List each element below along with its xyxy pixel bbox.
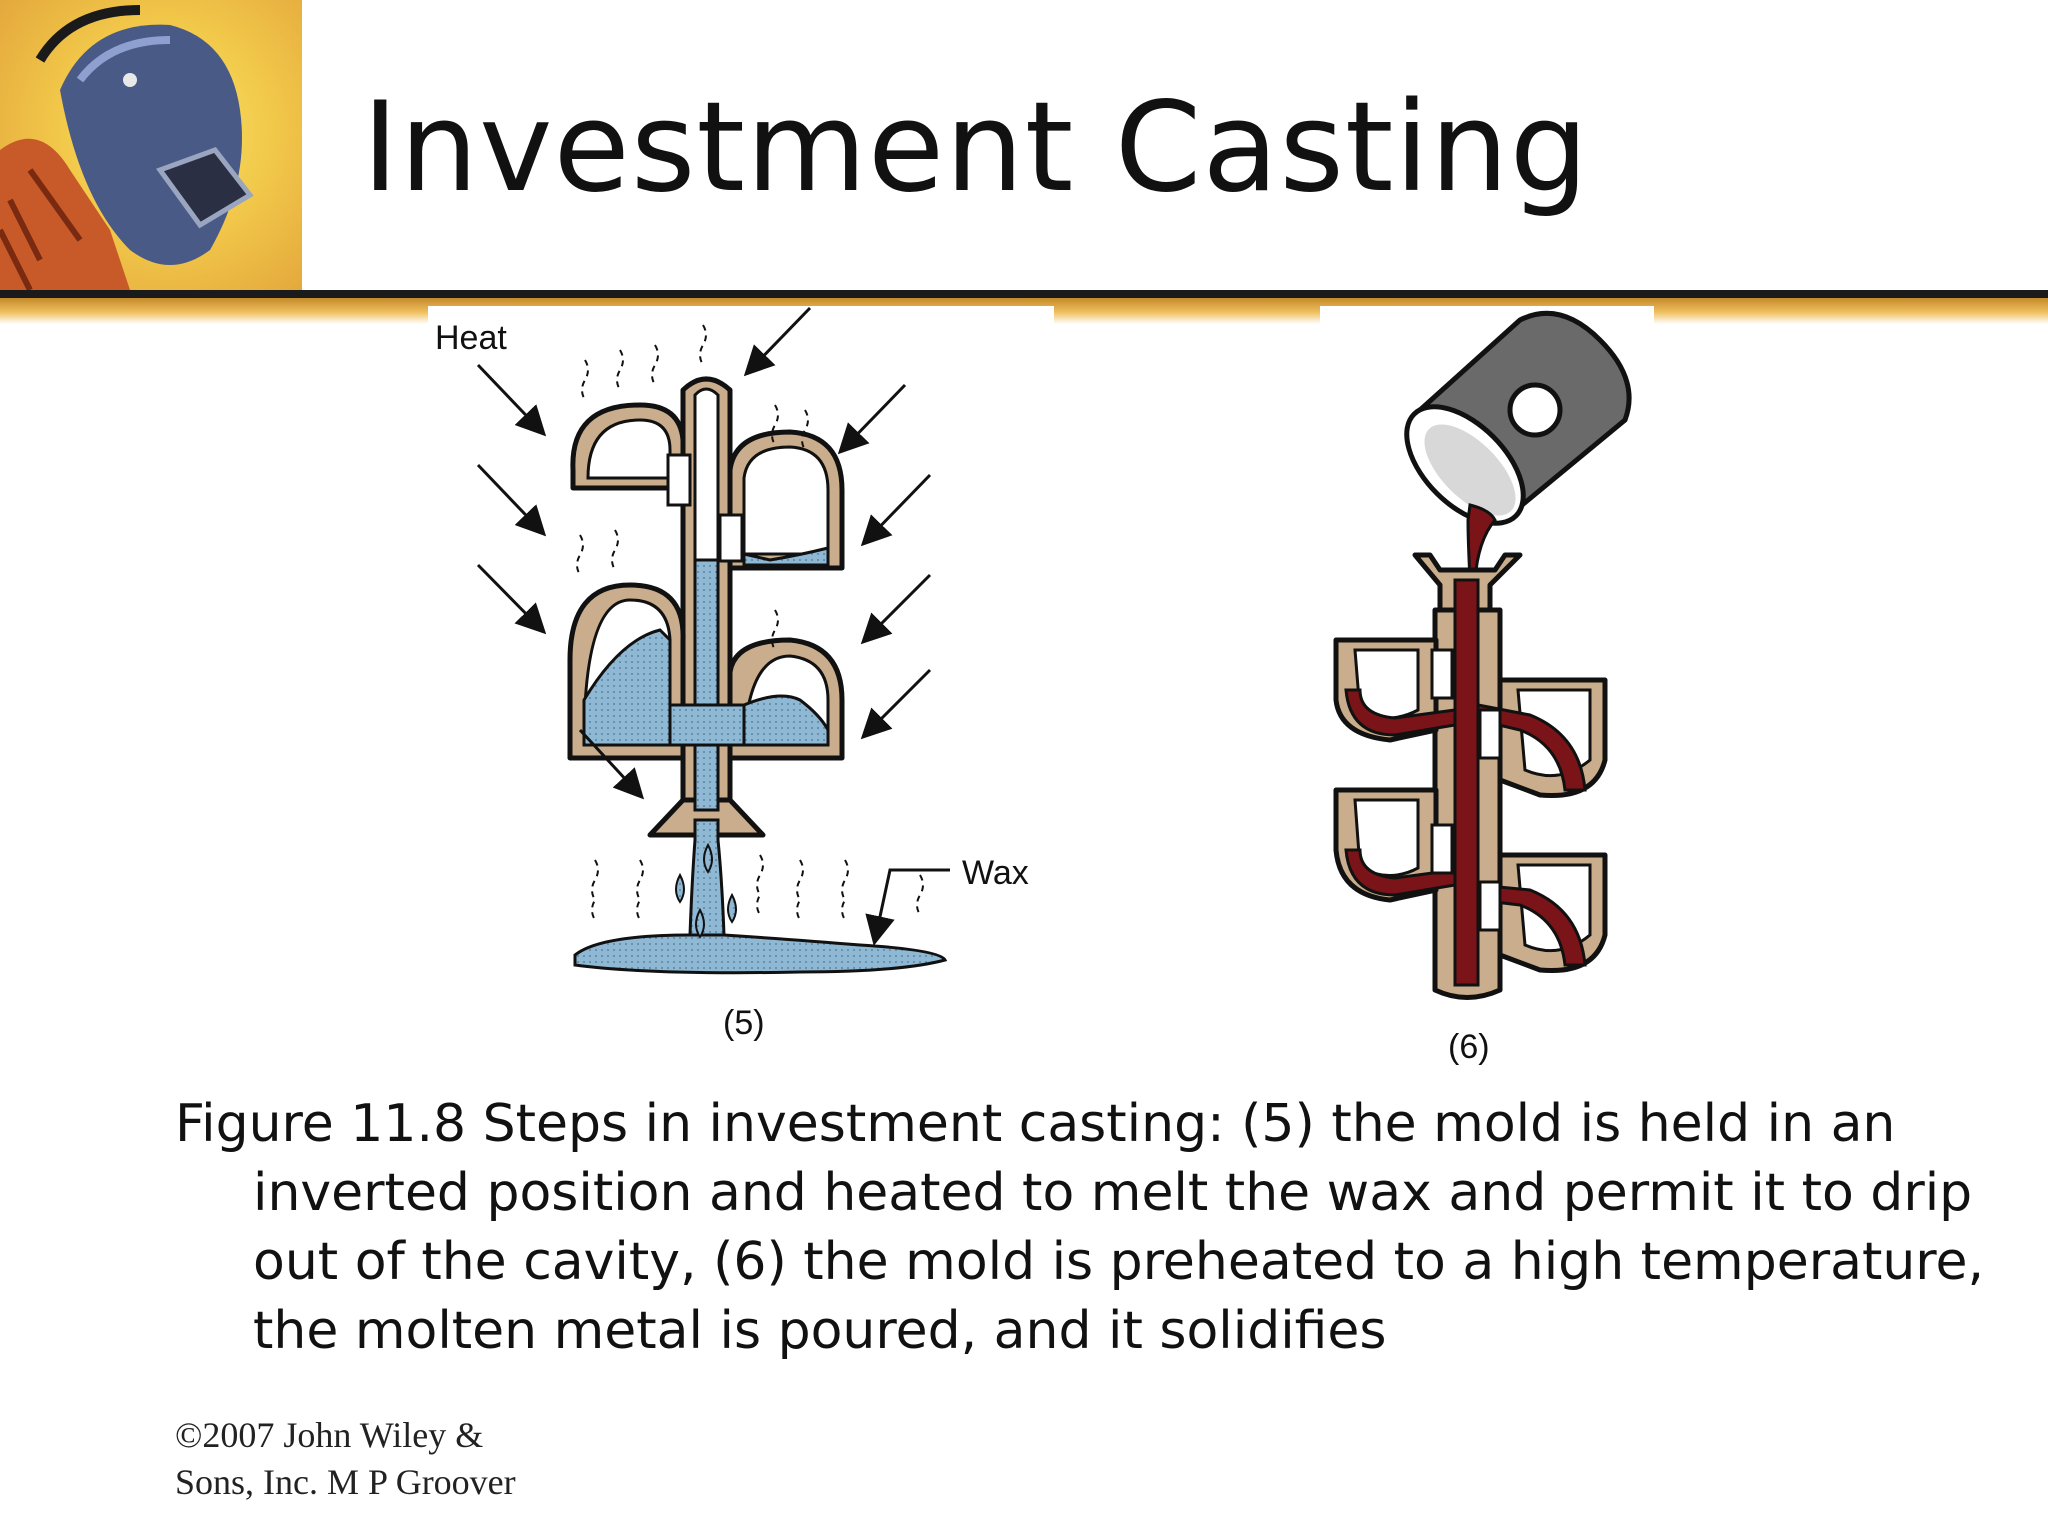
figure-panel-left-top	[428, 306, 1054, 326]
step-6-label: (6)	[1448, 1028, 1490, 1066]
step-5-label: (5)	[723, 1004, 765, 1042]
slide-title: Investment Casting	[362, 76, 1590, 220]
step-6-diagram: (6)	[1333, 310, 1632, 1066]
step-5-diagram: Heat Wax (5)	[435, 306, 1029, 1042]
title-divider	[0, 290, 2048, 298]
figure-caption: Figure 11.8 Steps in investment casting:…	[175, 1094, 1985, 1361]
wax-label: Wax	[962, 854, 1029, 892]
copyright-notice: ©2007 John Wiley & Sons, Inc. M P Groove…	[175, 1415, 516, 1502]
heat-label: Heat	[435, 319, 507, 357]
welder-photo	[0, 0, 302, 290]
welder-helmet-icon	[0, 5, 254, 290]
ladle-icon	[1404, 310, 1632, 526]
